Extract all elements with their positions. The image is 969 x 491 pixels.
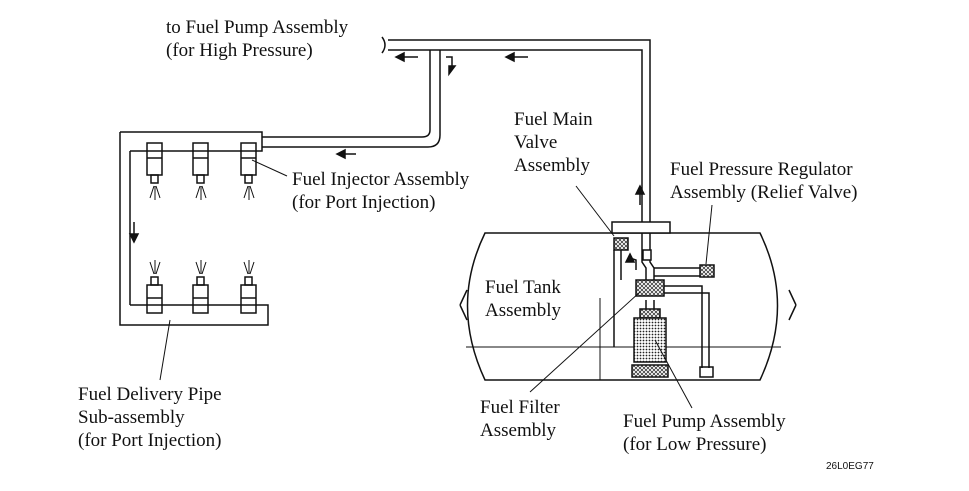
injectors-upper: [146, 142, 257, 184]
pressure-regulator: [699, 264, 715, 278]
leader-lines: [159, 159, 713, 409]
injectors-lower: [146, 276, 257, 314]
delivery-pipe: [119, 131, 269, 326]
fuel-filter: [635, 279, 665, 297]
low-pressure-pump: [631, 308, 669, 378]
figure-code: 26L0EG77: [826, 461, 874, 472]
spray-lower: [149, 260, 255, 275]
high-pressure-line: [262, 36, 651, 250]
main-valve: [613, 237, 629, 251]
label-fuel-injector: Fuel Injector Assembly (for Port Injecti…: [292, 169, 470, 213]
label-pressure-regulator: Fuel Pressure Regulator Assembly (Relief…: [670, 159, 858, 203]
label-fuel-main-valve: Fuel Main Valve Assembly: [514, 109, 593, 176]
label-fuel-pump-low-pressure: Fuel Pump Assembly (for Low Pressure): [623, 411, 786, 455]
label-fuel-pump-high-pressure: to Fuel Pump Assembly (for High Pressure…: [166, 17, 349, 61]
label-fuel-delivery-pipe: Fuel Delivery Pipe Sub-assembly (for Por…: [78, 384, 222, 451]
label-fuel-filter: Fuel Filter Assembly: [480, 397, 560, 441]
flow-arrows: [128, 51, 646, 270]
fuel-tank: [459, 221, 797, 381]
label-fuel-tank: Fuel Tank Assembly: [485, 277, 561, 321]
spray-upper: [149, 185, 255, 200]
